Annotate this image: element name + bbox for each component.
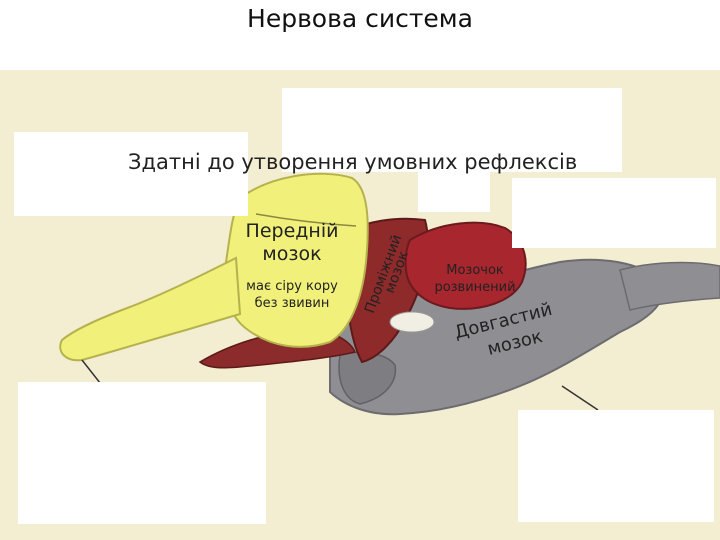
reflex-label: Здатні до утворення умовних рефлексів	[128, 150, 578, 174]
spinal-cord	[619, 261, 720, 311]
cerebellum-label-line1: Мозочок	[446, 263, 504, 278]
forebrain-note-line2: без звивин	[254, 296, 330, 311]
forebrain-groove	[255, 213, 357, 227]
page-title: Нервова система	[247, 4, 473, 33]
cerebellum-label-line2: розвинений	[434, 280, 516, 295]
pointer-line-right	[561, 385, 599, 411]
blank-box-top	[282, 88, 622, 172]
forebrain-label: Передній мозок	[242, 220, 342, 266]
blank-box-bottom-right	[518, 410, 714, 522]
blank-box-top-left	[14, 132, 248, 216]
cerebellum-label: Мозочок розвинений	[420, 262, 530, 296]
blank-box-small	[418, 168, 490, 212]
forebrain-note-line1: має сіру кору	[246, 279, 338, 294]
cerebellum-shape	[404, 221, 527, 310]
olfactory-tract	[59, 256, 242, 362]
blank-box-upper-right	[512, 178, 716, 248]
forebrain-label-line1: Передній	[245, 220, 339, 242]
optic-lobe-shape	[389, 311, 435, 333]
forebrain-label-line2: мозок	[262, 243, 322, 265]
blank-box-bottom-left	[18, 382, 266, 524]
forebrain-note: має сіру кору без звивин	[232, 278, 352, 312]
